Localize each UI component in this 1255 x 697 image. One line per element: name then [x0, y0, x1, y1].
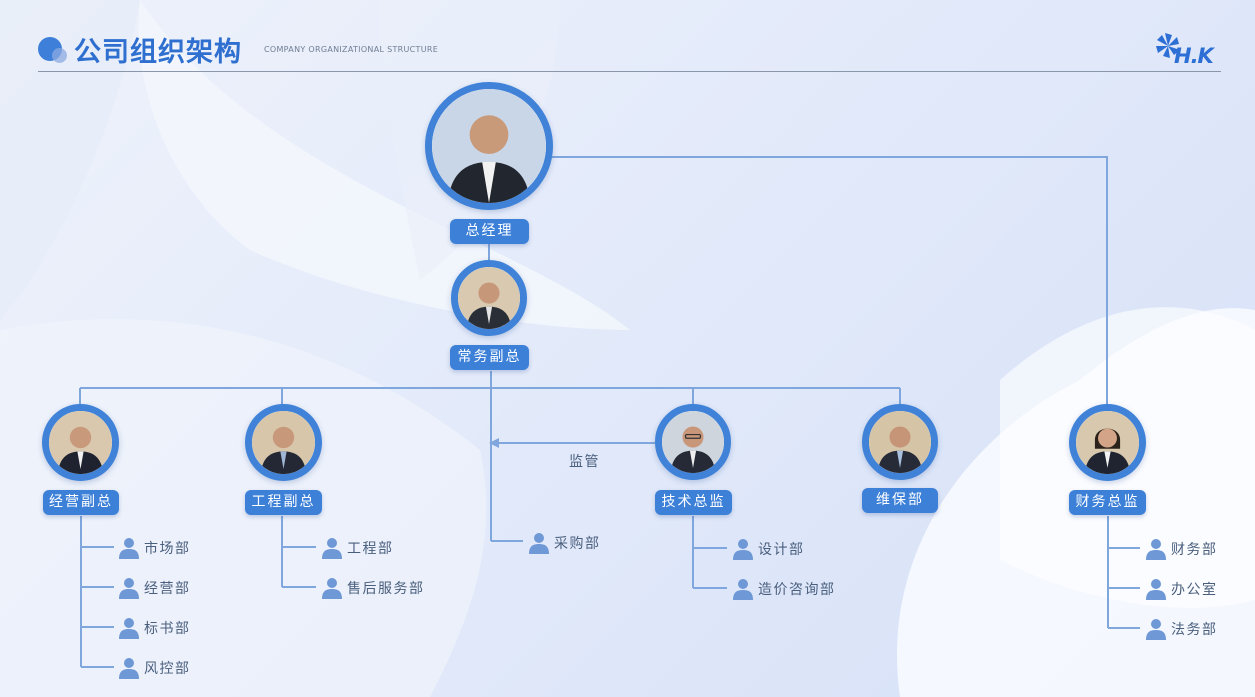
person-icon [322, 538, 342, 559]
dept-label: 法务部 [1171, 622, 1218, 638]
person-icon [733, 579, 753, 600]
exec-vp-avatar [451, 260, 527, 336]
ops-vp-avatar [42, 404, 119, 481]
tech-director-label: 技术总监 [655, 490, 732, 515]
person-icon [119, 578, 139, 599]
person-icon [733, 539, 753, 560]
dept-label: 风控部 [144, 661, 191, 677]
pinwheel-logo-icon [1156, 33, 1180, 58]
dept-label: 设计部 [758, 542, 805, 558]
maintenance-avatar [862, 404, 938, 480]
maintenance-label: 维保部 [862, 488, 938, 513]
person-icon [1146, 619, 1166, 640]
finance-director-label: 财务总监 [1069, 490, 1146, 515]
person-icon [322, 578, 342, 599]
dept-label: 办公室 [1171, 582, 1218, 598]
dept-label: 采购部 [554, 536, 601, 552]
person-icon [1146, 579, 1166, 600]
dept-label: 造价咨询部 [758, 582, 836, 598]
logo-text: H.K [1174, 44, 1214, 68]
dept-label: 售后服务部 [347, 581, 425, 597]
dept-label: 标书部 [144, 621, 191, 637]
person-icon [119, 538, 139, 559]
dept-label: 市场部 [144, 541, 191, 557]
finance-director-avatar [1069, 404, 1146, 481]
header-divider [38, 71, 1221, 72]
person-icon [119, 618, 139, 639]
gm-avatar [425, 82, 553, 210]
exec-vp-label: 常务副总 [450, 345, 529, 370]
gm-label: 总经理 [450, 219, 529, 244]
person-icon [119, 658, 139, 679]
ops-vp-label: 经营副总 [43, 490, 119, 515]
tech-director-avatar [655, 404, 731, 480]
dept-label: 工程部 [347, 541, 394, 557]
page-subtitle: COMPANY ORGANIZATIONAL STRUCTURE [264, 45, 439, 54]
page-title: 公司组织架构 [74, 37, 242, 68]
eng-vp-label: 工程副总 [245, 490, 322, 515]
dept-label: 财务部 [1171, 542, 1218, 558]
header-dot-small [52, 48, 67, 63]
person-icon [1146, 539, 1166, 560]
supervise-label: 监管 [569, 454, 600, 470]
person-icon [529, 533, 549, 554]
eng-vp-avatar [245, 404, 322, 481]
dept-label: 经营部 [144, 581, 191, 597]
